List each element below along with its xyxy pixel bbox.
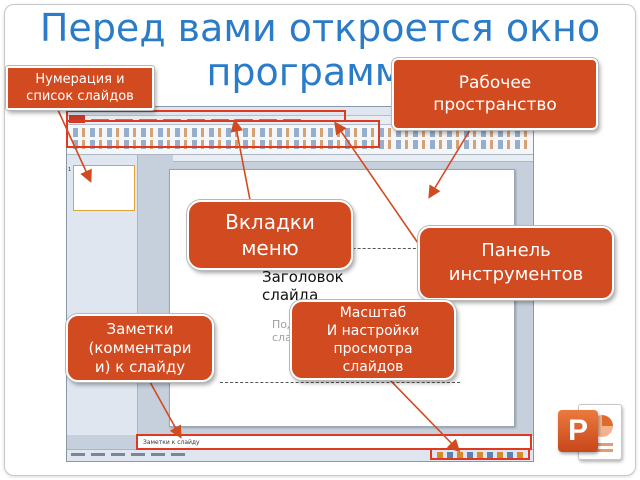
slide-thumbnails-pane[interactable]: 1	[67, 155, 138, 435]
status-text	[71, 453, 191, 456]
notes-placeholder: Заметки к слайду	[143, 439, 200, 446]
subtitle-placeholder-border	[220, 382, 460, 383]
callout-notes-text: Заметки (комментари и) к слайду	[88, 319, 192, 376]
callout-notes: Заметки (комментари и) к слайду	[66, 314, 214, 382]
callout-tabs: Вкладки меню	[187, 200, 353, 270]
callout-workspace-text: Рабочее пространство	[433, 73, 557, 115]
view-zoom-controls[interactable]	[437, 452, 527, 459]
callout-toolbar-text: Панель инструментов	[448, 240, 584, 285]
callout-workspace: Рабочее пространство	[392, 58, 598, 130]
slide-thumbnail[interactable]	[73, 165, 135, 211]
thumb-number: 1	[68, 167, 72, 173]
callout-toolbar: Панель инструментов	[418, 226, 614, 300]
zoom-highlight	[430, 448, 530, 460]
callout-zoom: Масштаб И настройки просмотра слайдов	[290, 300, 456, 380]
toolbar-highlight	[66, 120, 380, 148]
callout-numbering-text: Нумерация и список слайдов	[26, 72, 134, 104]
callout-tabs-text: Вкладки меню	[225, 210, 315, 260]
notes-highlight	[136, 434, 532, 450]
callout-zoom-text: Масштаб И настройки просмотра слайдов	[326, 305, 420, 375]
powerpoint-logo-icon: P	[556, 398, 624, 466]
logo-letter: P	[558, 410, 598, 452]
callout-numbering: Нумерация и список слайдов	[6, 66, 154, 110]
horizontal-ruler	[173, 155, 533, 162]
slide-title-text[interactable]: Заголовок слайда	[262, 268, 344, 304]
